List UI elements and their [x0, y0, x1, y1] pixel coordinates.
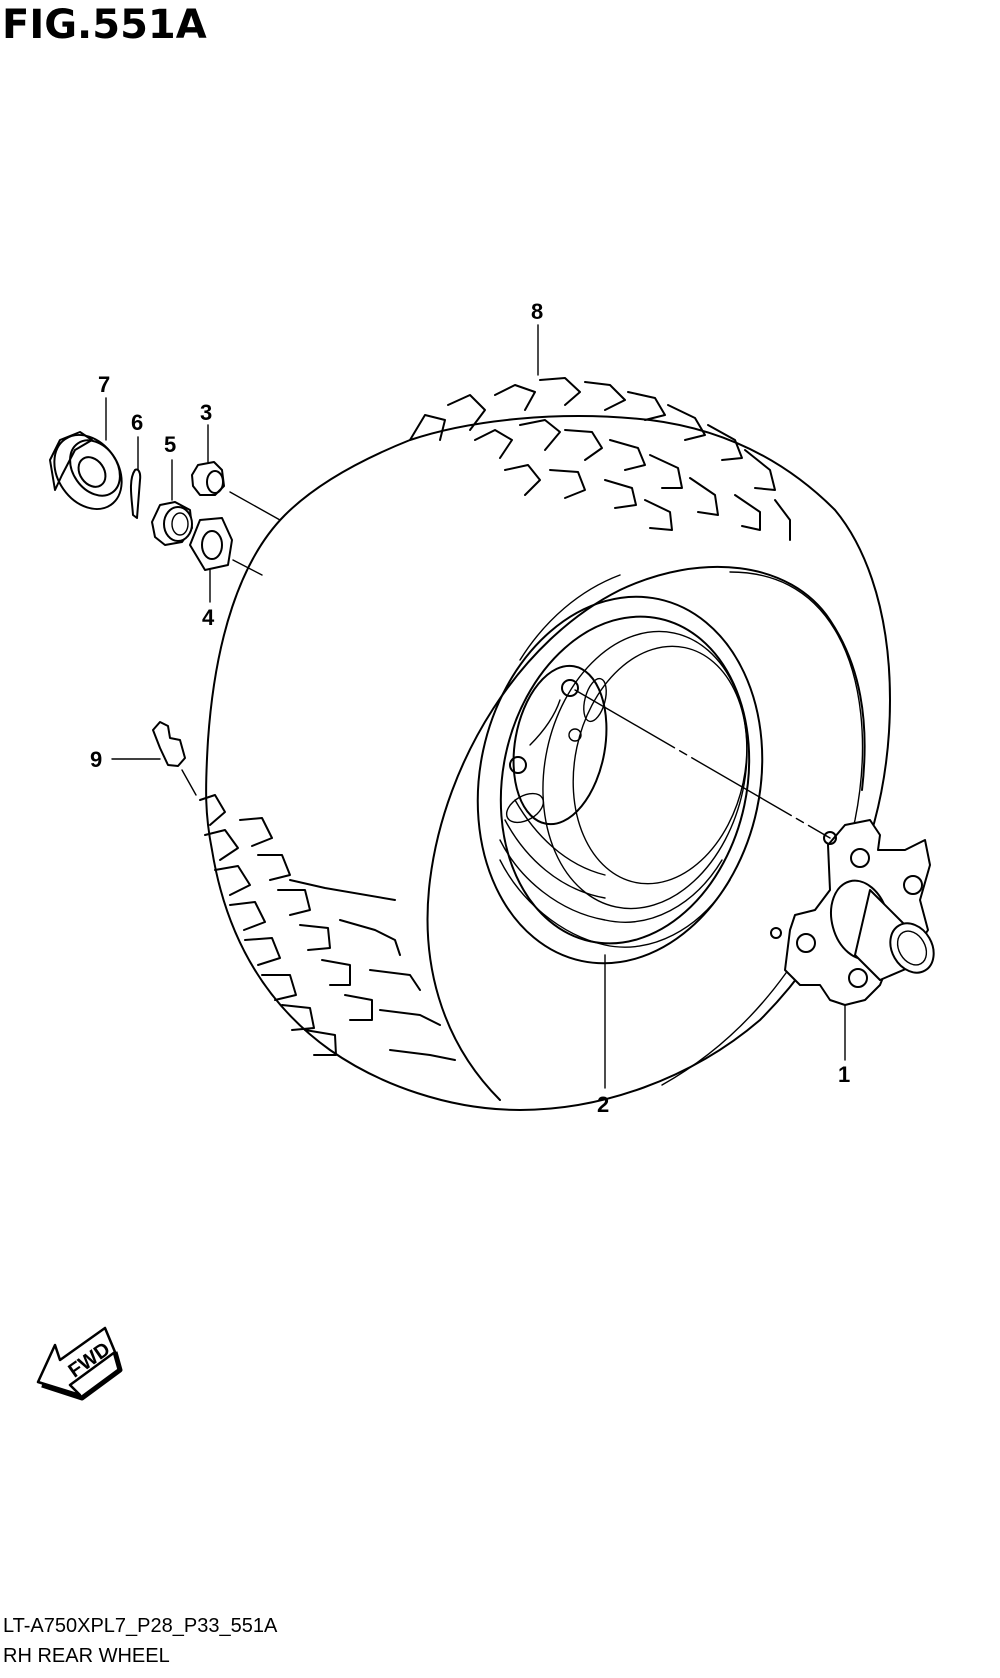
callout-1: 1: [838, 1062, 850, 1087]
callout-5: 5: [164, 432, 176, 457]
wheel-hub: [770, 819, 935, 1006]
callout-3: 3: [200, 400, 212, 425]
hub-cap: [49, 431, 123, 511]
tread-blocks-bottom: [199, 794, 456, 1061]
wheel-rim: [476, 595, 764, 965]
callout-7: 7: [98, 372, 110, 397]
cotter-pin: [130, 468, 142, 519]
callout-2: 2: [597, 1092, 609, 1117]
callout-labels: 1 2 3 4 5 6 7 8 9: [90, 299, 850, 1117]
callout-6: 6: [131, 410, 143, 435]
diagram-code: LT-A750XPL7_P28_P33_551A: [3, 1615, 278, 1637]
washer: [189, 517, 233, 571]
callout-8: 8: [531, 299, 543, 324]
tread-blocks-top: [409, 377, 791, 541]
callout-4: 4: [202, 605, 215, 630]
section-name: RH REAR WHEEL: [3, 1645, 170, 1667]
leader-lines: [105, 324, 846, 1089]
valve-stem: [152, 721, 186, 767]
forward-direction-arrow: FWD: [36, 1326, 123, 1401]
tire: [199, 377, 891, 1111]
nut: [191, 461, 225, 496]
figure-title: FIG.551A: [2, 2, 207, 48]
callout-9: 9: [90, 747, 102, 772]
castle-nut: [151, 501, 193, 546]
